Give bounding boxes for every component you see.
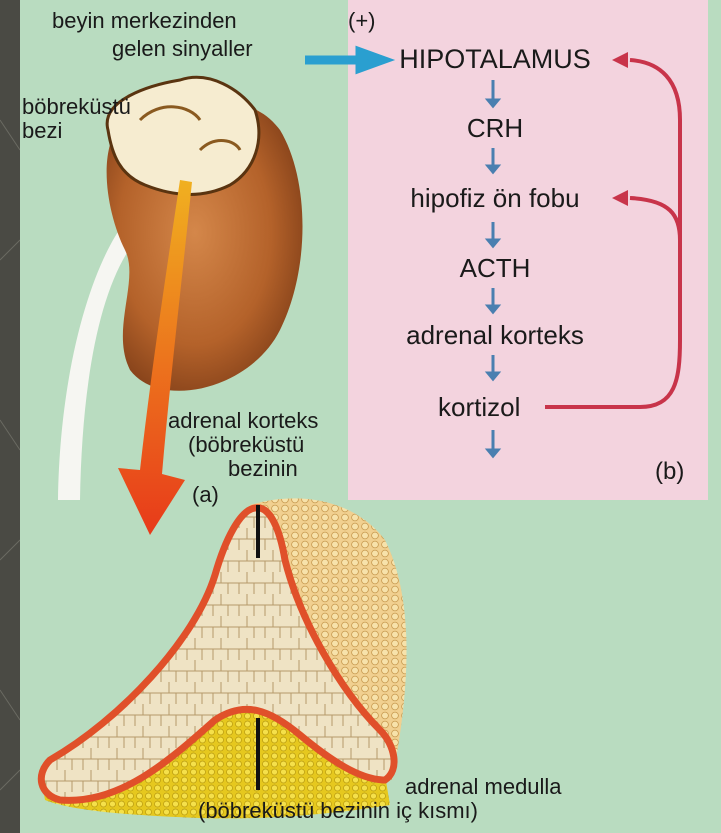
flow-step-acth: ACTH	[360, 255, 630, 281]
plus-sign-label: (+)	[348, 10, 376, 32]
brain-signals-label-1: beyin merkezinden	[52, 10, 237, 32]
medulla-label-1: adrenal medulla	[405, 776, 562, 798]
adrenal-gland-label-1: böbreküstü	[22, 96, 131, 118]
flow-step-anterior-pituitary: hipofiz ön fobu	[360, 185, 630, 211]
cortex-label-1: adrenal korteks	[168, 410, 318, 432]
cortex-label-2: (böbreküstü	[188, 434, 304, 456]
flow-step-crh: CRH	[360, 115, 630, 141]
frame-pattern	[0, 120, 20, 790]
hormone-flow-panel	[348, 0, 708, 500]
brain-signals-label-2: gelen sinyaller	[112, 38, 253, 60]
flow-step-cortisol: kortizol	[438, 394, 520, 420]
panel-a-label: (a)	[192, 484, 219, 506]
medulla-label-2: (böbreküstü bezinin iç kısmı)	[198, 800, 478, 822]
adrenal-gland-label-2: bezi	[22, 120, 62, 142]
flow-step-hypothalamus: HIPOTALAMUS	[360, 46, 630, 73]
flow-step-adrenal-cortex: adrenal korteks	[360, 322, 630, 348]
panel-b-label: (b)	[655, 460, 684, 484]
cortex-label-3: bezinin	[228, 458, 298, 480]
